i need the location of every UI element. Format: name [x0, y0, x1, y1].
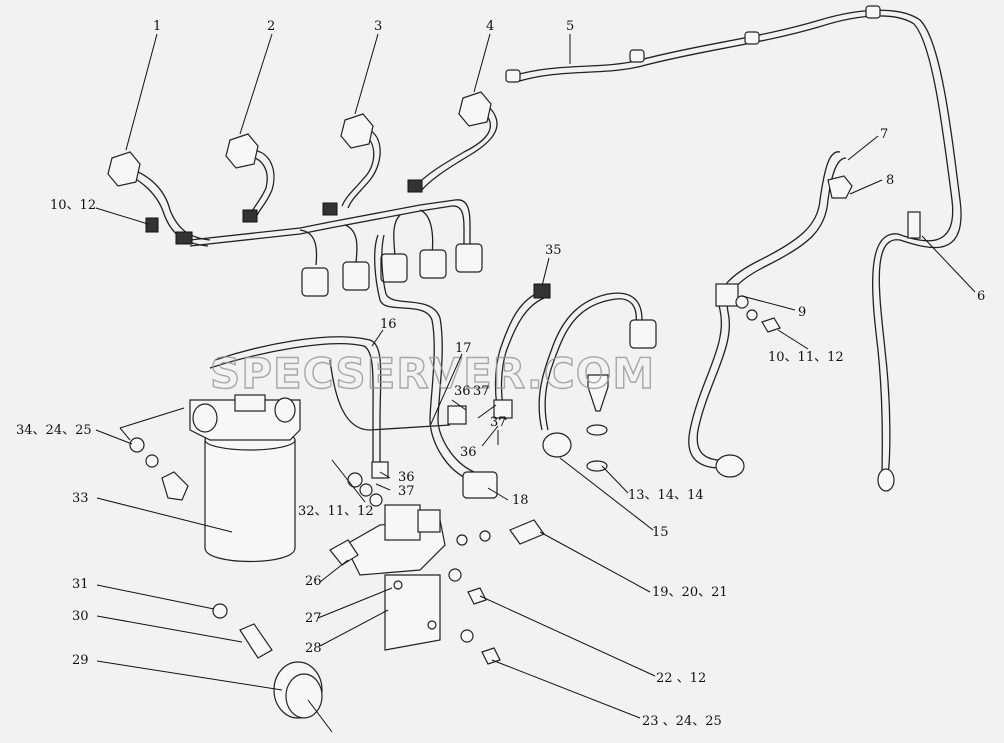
callout-37-b: 37: [473, 384, 490, 399]
callout-34-24-25: 34、24、25: [16, 423, 92, 438]
filter-fittings: [129, 437, 383, 507]
pipes-16-17-18: [209, 234, 513, 499]
callout-36-a: 36: [398, 470, 415, 485]
callout-9: 9: [798, 305, 806, 320]
callout-23-24-25: 23 、24、25: [642, 714, 722, 729]
leader-lines: [95, 33, 976, 733]
callout-2: 2: [267, 19, 275, 34]
callout-labels: 1 2 3 4 5 6 7 8 9 10、12 10、11、12 13、14、1…: [16, 19, 985, 729]
callout-5: 5: [566, 19, 574, 34]
callout-35: 35: [545, 243, 562, 258]
callout-13-14-14: 13、14、14: [628, 488, 704, 503]
callout-8: 8: [886, 173, 894, 188]
drain-parts: [212, 603, 323, 719]
callout-10-11-12: 10、11、12: [768, 350, 844, 365]
callout-15: 15: [652, 525, 669, 540]
callout-19-20-21: 19、20、21: [652, 585, 728, 600]
callout-29: 29: [72, 653, 89, 668]
callout-32-11-12: 32、11、12: [298, 504, 374, 519]
feed-pipe: [688, 151, 853, 478]
callout-17: 17: [455, 341, 472, 356]
return-pipe: [505, 5, 962, 492]
callout-27: 27: [305, 611, 322, 626]
callout-33: 33: [72, 491, 89, 506]
callout-6: 6: [977, 289, 985, 304]
callout-26: 26: [305, 574, 322, 589]
watermark-text: SPECSERVER.COM: [210, 349, 655, 398]
callout-22-12: 22 、12: [656, 671, 706, 686]
callout-3: 3: [374, 19, 382, 34]
callout-7: 7: [880, 127, 888, 142]
callout-36-c: 36: [460, 445, 477, 460]
fuel-filter: [189, 394, 301, 563]
injector-pipe-assembly: [107, 91, 498, 297]
callout-18: 18: [512, 493, 529, 508]
callout-31: 31: [72, 577, 89, 592]
small-fittings: [586, 295, 781, 472]
callout-16: 16: [380, 317, 397, 332]
callout-1: 1: [153, 19, 161, 34]
callout-36-b: 36: [454, 384, 471, 399]
fuel-pump-assembly: [329, 504, 545, 665]
callout-28: 28: [305, 641, 322, 656]
callout-37-c: 37: [490, 415, 507, 430]
callout-37-a: 37: [398, 484, 415, 499]
callout-10-12: 10、12: [50, 198, 96, 213]
callout-30: 30: [72, 609, 89, 624]
callout-4: 4: [486, 19, 494, 34]
